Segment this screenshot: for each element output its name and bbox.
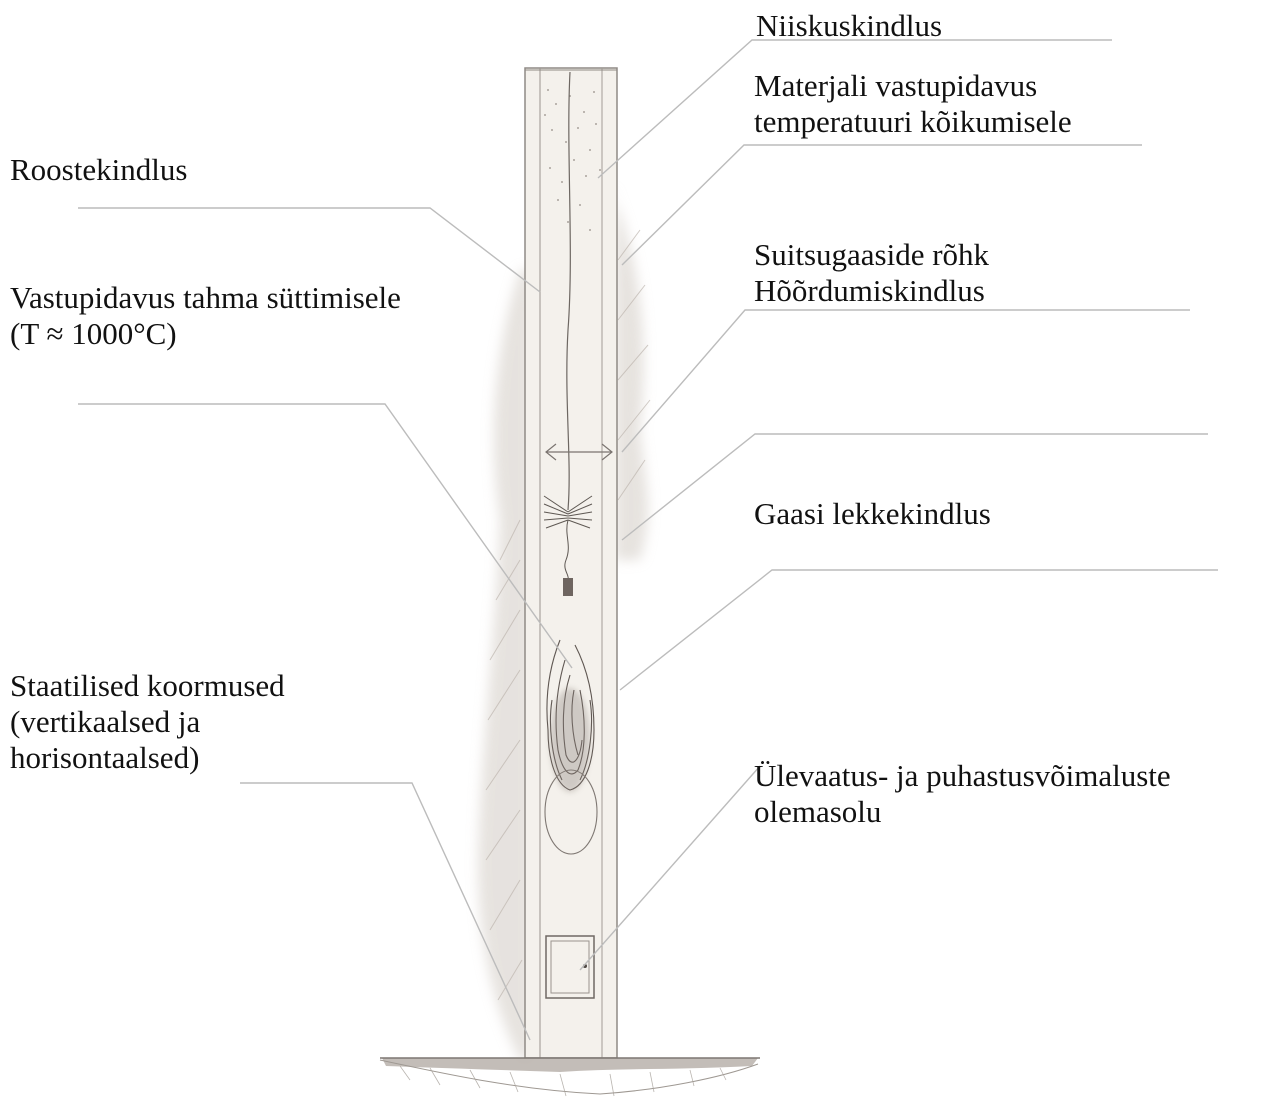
leader-lines — [78, 40, 1218, 1040]
label-niiskuskindlus: Niiskuskindlus — [756, 8, 942, 44]
leader-staatilised — [620, 570, 1218, 690]
chimney-body — [525, 68, 617, 1058]
label-materjali-vastupidavus: Materjali vastupidavus temperatuuri kõik… — [754, 68, 1072, 140]
label-gaasi-lekkekindlus: Gaasi lekkekindlus — [754, 496, 991, 532]
cleanout-door-icon — [546, 936, 594, 998]
label-vastupidavus-tahma: Vastupidavus tahma süttimisele (T ≈ 1000… — [10, 280, 401, 352]
ground-base — [380, 1058, 760, 1096]
leader-hoordumiskindlus — [622, 310, 1190, 452]
label-roostekindlus: Roostekindlus — [10, 152, 187, 188]
flame-shading — [550, 688, 590, 792]
label-ulevaatus-puhastus: Ülevaatus- ja puhastusvõimaluste olemaso… — [754, 758, 1171, 830]
label-suitsugaaside-rohk: Suitsugaaside rõhk Hõõrdumiskindlus — [754, 237, 989, 309]
label-staatilised-koormused: Staatilised koormused (vertikaalsed ja h… — [10, 668, 285, 776]
